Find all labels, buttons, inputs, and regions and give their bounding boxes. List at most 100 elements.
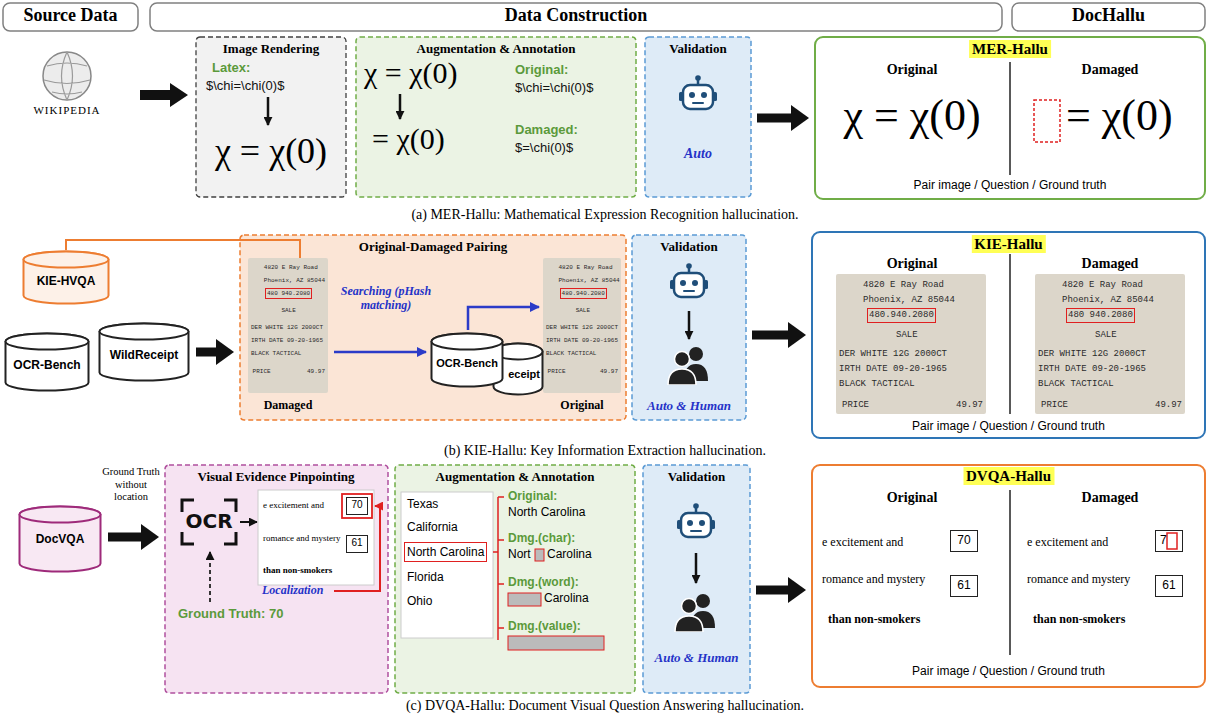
node-text: Latex: bbox=[212, 60, 250, 76]
flow-arrow bbox=[108, 533, 141, 542]
label-text: DER WHITE 12G 2000CT bbox=[839, 349, 947, 360]
node-text: Damaged bbox=[1082, 256, 1139, 273]
label-text: IRTH DATE 09-20-1965 bbox=[1038, 364, 1146, 375]
people-icon bbox=[668, 347, 708, 385]
node-text: DocVQA bbox=[36, 532, 85, 546]
label-text: Phoenix, AZ 85044 bbox=[558, 277, 619, 284]
search-arrow bbox=[334, 351, 426, 354]
list-crop bbox=[401, 492, 493, 638]
node-text: Augmentation & Annotation bbox=[417, 41, 576, 57]
box-frame bbox=[240, 235, 626, 420]
wikipedia-globe bbox=[43, 52, 91, 100]
node-text: Auto & Human bbox=[655, 650, 739, 666]
value-box: 70 bbox=[346, 497, 368, 515]
node-text: Augmentation & Annotation bbox=[436, 469, 595, 485]
label-text: 480 940.2080 bbox=[267, 290, 310, 297]
node-text: Searching (pHash matching) bbox=[334, 284, 438, 313]
ocr-arrow bbox=[240, 521, 257, 523]
cylinder-top bbox=[20, 507, 101, 523]
cylinder-body bbox=[100, 324, 189, 381]
dataset-cylinder: KIE-HVQA bbox=[22, 250, 110, 305]
label-text: BLACK TACTICAL bbox=[546, 350, 596, 357]
receipt-photo bbox=[543, 258, 621, 393]
down-arrow bbox=[688, 311, 691, 339]
pair-divider bbox=[1009, 62, 1011, 175]
node-text: Auto & Human bbox=[647, 398, 731, 414]
label-text: Phoenix, AZ 85044 bbox=[264, 277, 325, 284]
label-text: Florida bbox=[407, 570, 444, 584]
label-text: DER WHITE 12G 2000CT bbox=[251, 324, 323, 331]
box-frame bbox=[645, 37, 751, 197]
node-text: Validation bbox=[660, 239, 717, 255]
node-text: χ = χ(0) bbox=[364, 55, 458, 91]
node-text: Original bbox=[887, 490, 938, 507]
node-text: Visual Evidence Pinpointing bbox=[198, 469, 355, 485]
dataset-cylinder: OCR-Bench bbox=[4, 332, 90, 392]
node-text: MER-Hallu bbox=[969, 40, 1051, 58]
label-text: (c) DVQA-Hallu: Document Visual Question… bbox=[406, 698, 804, 715]
label-text: BLACK TACTICAL bbox=[251, 350, 301, 357]
label-text: IRTH DATE 09-20-1965 bbox=[546, 337, 618, 344]
node-text: Damaged bbox=[264, 398, 313, 412]
label-text: 49.97 bbox=[307, 368, 325, 375]
node-text: χ = χ(0) bbox=[843, 90, 980, 143]
node-text: Original bbox=[560, 398, 603, 412]
box-frame bbox=[196, 37, 346, 197]
box-frame bbox=[3, 3, 138, 31]
label-text: North Carolina bbox=[407, 545, 484, 559]
label-text: IRTH DATE 09-20-1965 bbox=[251, 337, 323, 344]
node-text: Damaged bbox=[1082, 62, 1139, 79]
label-text: romance and mystery bbox=[263, 533, 340, 544]
source-arrow bbox=[140, 83, 188, 107]
node-text: Ground Truth: 70 bbox=[178, 606, 283, 622]
value-box: 61 bbox=[950, 575, 978, 597]
process-box: Augmentation & Annotationχ = χ(0)= χ(0)O… bbox=[356, 37, 636, 197]
cylinder-body bbox=[20, 507, 101, 572]
label-text: Phoenix, AZ 85044 bbox=[1062, 295, 1154, 306]
node-text: $\chi=\chi(0)$ bbox=[515, 80, 593, 96]
node-text: χ = χ(0) bbox=[215, 130, 327, 173]
label-text: SALE bbox=[896, 330, 918, 341]
label-text: Texas bbox=[407, 497, 438, 511]
node-text: $=\chi(0)$ bbox=[515, 140, 573, 156]
document-crop bbox=[258, 490, 374, 585]
label-text: SALE bbox=[1095, 330, 1117, 341]
label-text: SALE bbox=[576, 307, 590, 314]
validation-box: ValidationAuto & Human bbox=[632, 235, 746, 420]
node-text: Dmg.(char): bbox=[508, 531, 575, 545]
node-text: Damaged bbox=[1082, 490, 1139, 507]
header-box: Source Data bbox=[3, 3, 138, 31]
flow-arrow bbox=[752, 331, 788, 340]
pair-divider bbox=[1009, 490, 1011, 655]
label-text: WIKIPEDIA bbox=[33, 104, 100, 117]
label-text: 49.97 bbox=[1155, 400, 1182, 411]
node-text: Nort bbox=[508, 547, 531, 561]
label-text: (b) KIE-Hallu: Key Information Extractio… bbox=[444, 443, 766, 460]
cylinder-top bbox=[6, 334, 89, 350]
label-text: Ohio bbox=[407, 594, 432, 608]
node-text: Image Rendering bbox=[223, 41, 319, 57]
box-frame bbox=[815, 37, 1205, 199]
node-text: Carolina bbox=[544, 591, 589, 605]
node-text: Original: bbox=[508, 489, 557, 503]
globe-pattern bbox=[44, 52, 90, 100]
node-text: = χ(0) bbox=[1066, 90, 1173, 143]
node-text: Pair image / Question / Ground truth bbox=[914, 178, 1107, 192]
label-text: Phoenix, AZ 85044 bbox=[863, 295, 955, 306]
process-box: Image RenderingLatex:$\chi=\chi(0)$χ = χ… bbox=[196, 37, 346, 197]
scan-brackets bbox=[182, 500, 236, 544]
label-text: PRICE bbox=[842, 400, 869, 411]
label-text: e excitement and bbox=[822, 535, 903, 549]
label-text: (a) MER-Hallu: Mathematical Expression R… bbox=[411, 207, 798, 224]
node-text: KIE-HVQA bbox=[37, 274, 96, 288]
node-text: Damaged: bbox=[515, 122, 578, 138]
robot-icon bbox=[679, 75, 717, 109]
dataset-cylinder: DocVQA bbox=[18, 505, 102, 573]
damage-mark bbox=[1167, 533, 1177, 549]
node-text: = χ(0) bbox=[372, 121, 445, 157]
label-text: PRICE bbox=[1041, 400, 1068, 411]
box-frame bbox=[812, 465, 1205, 687]
label-text: DER WHITE 12G 2000CT bbox=[546, 324, 618, 331]
node-text: Carolina bbox=[547, 547, 592, 561]
